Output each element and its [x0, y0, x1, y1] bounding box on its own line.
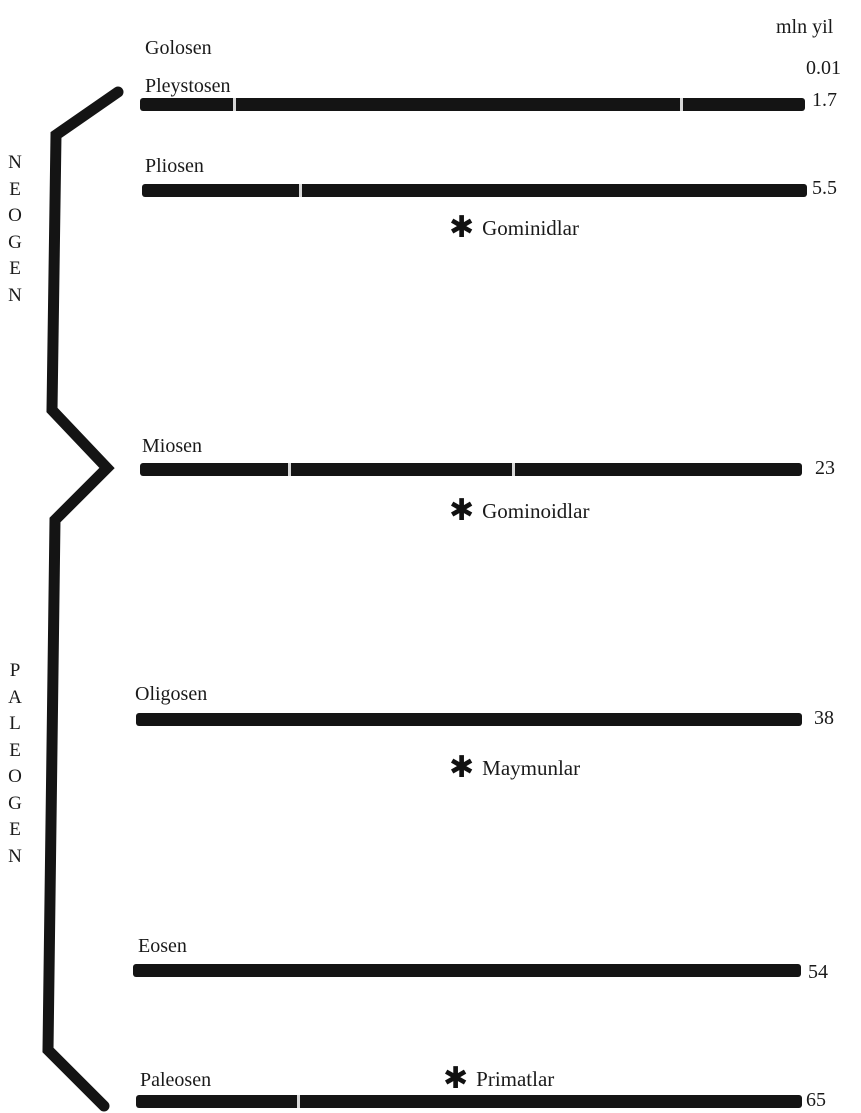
period-label-paleogen: P A L E O G E N — [0, 658, 30, 870]
boundary-bar-eosen — [133, 964, 801, 977]
period-letter: P — [9, 660, 21, 681]
asterisk-icon: ✱ — [449, 750, 475, 785]
period-letter: E — [9, 178, 21, 200]
bar-break — [680, 98, 683, 111]
epoch-label-golosen: Golosen — [145, 37, 212, 59]
age-golosen: 0.01 — [806, 57, 841, 79]
bar-break — [512, 463, 515, 476]
epoch-label-pliosen: Pliosen — [145, 155, 204, 177]
asterisk-icon: ✱ — [449, 210, 475, 245]
period-letter: N — [8, 152, 22, 173]
asterisk-icon: ✱ — [443, 1061, 469, 1096]
period-letter: G — [8, 231, 22, 253]
unit-label: mln yil — [776, 16, 834, 38]
epoch-label-oligosen: Oligosen — [135, 683, 208, 705]
boundary-bar-paleosen — [136, 1095, 802, 1108]
boundary-bar-pleystosen — [140, 98, 805, 111]
period-label-neogen: N E O G E N — [0, 150, 30, 309]
event-label: Maymunlar — [482, 755, 581, 780]
epoch-label-miosen: Miosen — [142, 435, 202, 457]
age-pliosen: 5.5 — [812, 177, 837, 199]
age-pleystosen: 1.7 — [812, 89, 837, 111]
period-letter: A — [8, 686, 22, 708]
period-letter: E — [9, 258, 21, 279]
period-brace-line — [42, 86, 124, 1112]
age-oligosen: 38 — [814, 707, 834, 729]
event-label: Gominoidlar — [482, 498, 590, 523]
age-miosen: 23 — [815, 457, 835, 479]
age-eosen: 54 — [808, 961, 828, 983]
boundary-bar-pliosen — [142, 184, 807, 197]
period-letter: E — [9, 819, 21, 840]
bar-break — [297, 1095, 300, 1108]
event-label: Primatlar — [476, 1066, 555, 1091]
period-letter: N — [8, 845, 22, 867]
period-letter: E — [9, 739, 21, 761]
bar-break — [233, 98, 236, 111]
period-letter: O — [8, 766, 22, 787]
bar-break — [299, 184, 302, 197]
period-letter: L — [9, 713, 21, 734]
event-maymunlar: ✱ Maymunlar — [449, 753, 580, 783]
period-letter: G — [8, 792, 22, 814]
epoch-label-eosen: Eosen — [138, 935, 187, 957]
epoch-label-paleosen: Paleosen — [140, 1069, 212, 1091]
event-gominidlar: ✱ Gominidlar — [449, 213, 579, 243]
event-gominoidlar: ✱ Gominoidlar — [449, 496, 589, 526]
epoch-label-pleystosen: Pleystosen — [145, 75, 231, 97]
age-paleosen: 65 — [806, 1089, 826, 1111]
event-primatlar: ✱ Primatlar — [443, 1064, 554, 1094]
period-letter: O — [8, 205, 22, 226]
event-label: Gominidlar — [482, 215, 579, 240]
boundary-bar-oligosen — [136, 713, 802, 726]
asterisk-icon: ✱ — [449, 493, 475, 528]
bar-break — [288, 463, 291, 476]
boundary-bar-miosen — [140, 463, 802, 476]
period-letter: N — [8, 284, 22, 306]
